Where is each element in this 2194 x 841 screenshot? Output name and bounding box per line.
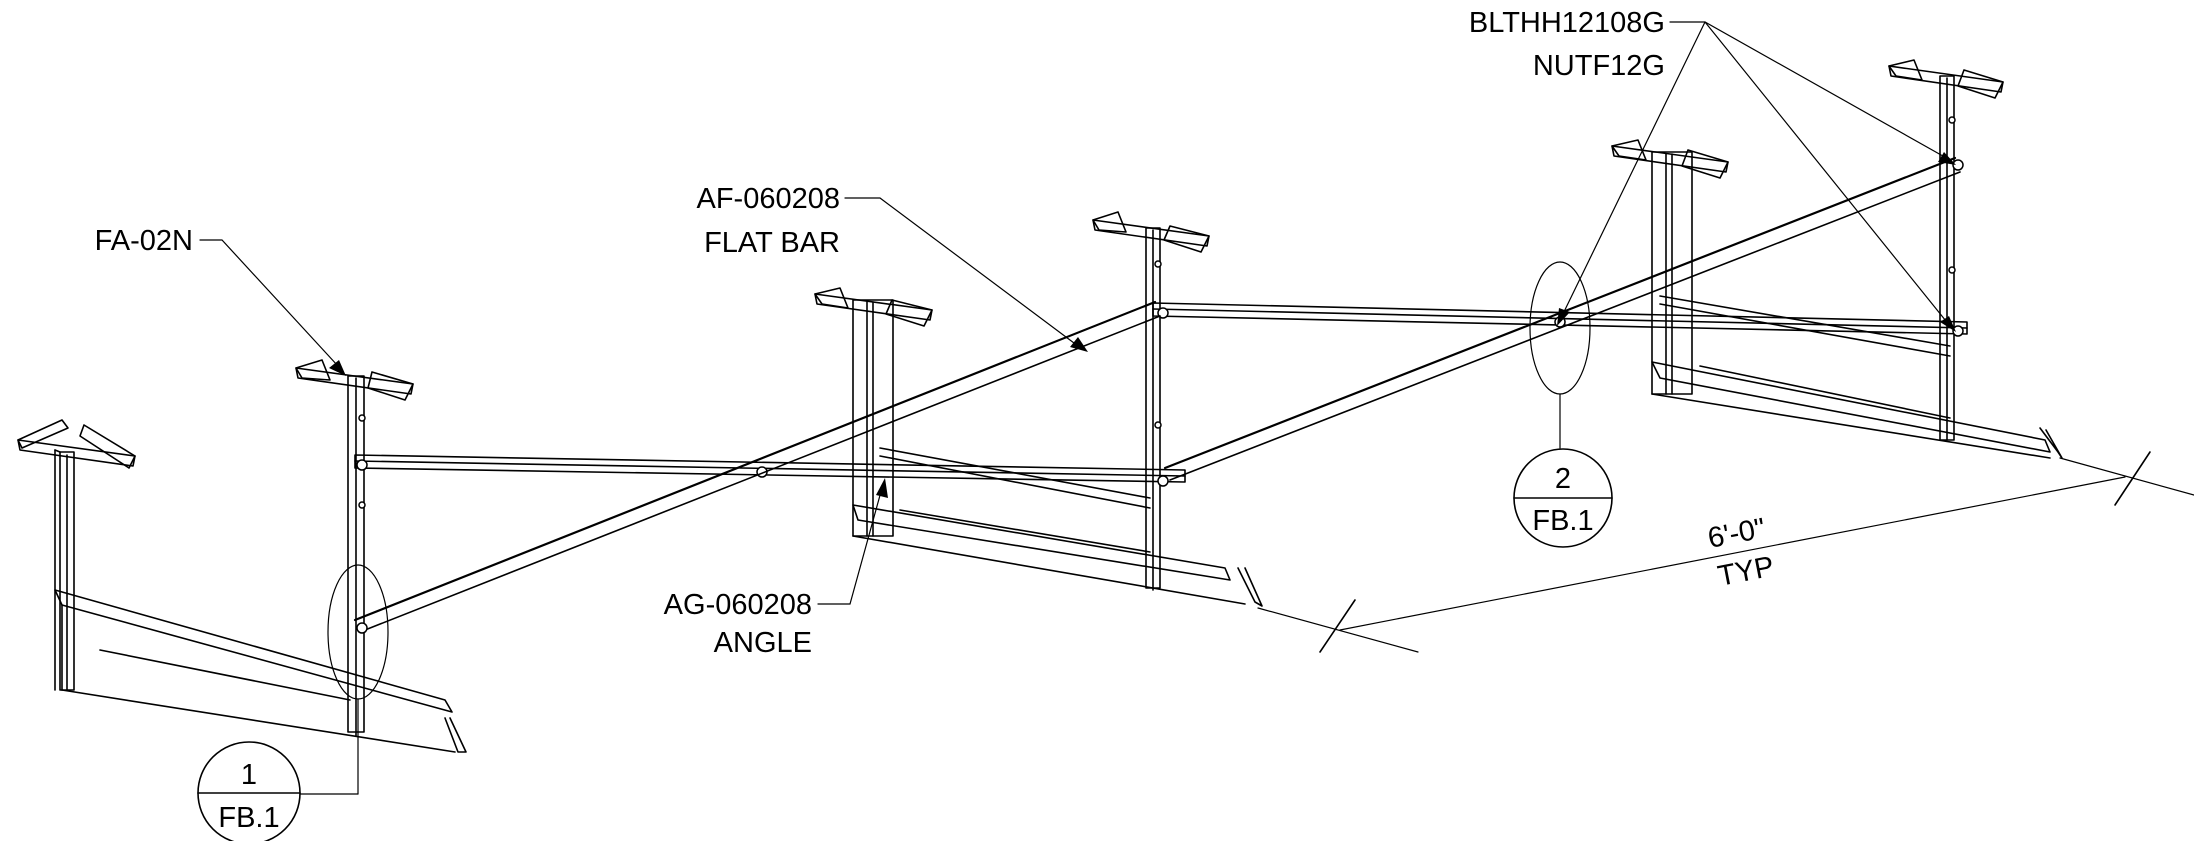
dimension-note: TYP [1715, 551, 1776, 593]
hanger-post-2 [295, 359, 414, 737]
dimension-6ft [1257, 451, 2194, 653]
label-nut: NUTF12G [1533, 50, 1665, 82]
hanger-post-6 [1888, 59, 2004, 441]
base-channel-left [54, 589, 467, 753]
label-ag-desc: ANGLE [714, 627, 812, 659]
detail-callout-1 [197, 564, 389, 841]
base-channel-middle [852, 504, 1263, 607]
detail-number-1: 1 [241, 759, 257, 791]
leader-ag-060208 [817, 478, 888, 605]
detail-sheet-2: FB.1 [1532, 505, 1593, 537]
label-fa-02n: FA-02N [95, 225, 193, 257]
detail-number-2: 2 [1555, 463, 1571, 495]
leader-af-060208 [844, 197, 1088, 352]
label-bolt: BLTHH12108G [1469, 7, 1665, 39]
hanger-post-3 [814, 287, 933, 537]
hanger-post-4 [1092, 211, 1210, 591]
detail-sheet-1: FB.1 [218, 802, 279, 834]
detail-callout-2 [1513, 261, 1613, 548]
diagonal-brace-left [353, 300, 1161, 634]
leader-bolt-nut [1557, 21, 1956, 332]
horizontal-flat-bar-left [354, 454, 1186, 487]
hanger-post-5 [1611, 139, 1729, 395]
label-ag-part: AG-060208 [664, 589, 812, 621]
hanger-post-1 [17, 419, 136, 691]
label-af-desc: FLAT BAR [704, 227, 840, 259]
leader-fa-02n [199, 239, 346, 376]
base-channel-right [1651, 361, 2063, 459]
diagonal-brace-lower [879, 295, 1951, 509]
label-af-part: AF-060208 [697, 183, 841, 215]
